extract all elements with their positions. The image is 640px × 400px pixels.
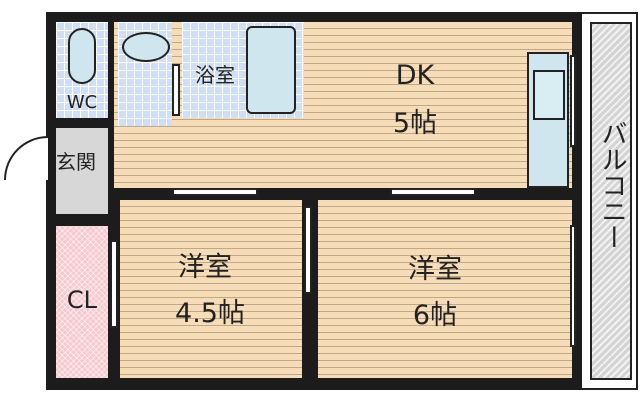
closet <box>56 226 108 378</box>
dk-size: 5帖 <box>392 108 438 139</box>
entrance-label: 玄関 <box>56 150 96 174</box>
sink-icon <box>533 70 565 120</box>
bath-door[interactable] <box>172 64 180 116</box>
bath-label: 浴室 <box>195 63 235 87</box>
window-east-room2[interactable] <box>570 225 576 347</box>
western-room-2 <box>318 200 572 378</box>
balcony-label: バルコニー <box>597 120 627 250</box>
bathtub-icon <box>246 26 296 114</box>
sliding-door-room2[interactable] <box>390 188 476 196</box>
western-room-2-size: 6帖 <box>412 300 458 331</box>
window-east-dk[interactable] <box>570 55 576 147</box>
wc-label: WC <box>66 92 98 113</box>
toilet-icon <box>68 28 96 84</box>
balcony <box>590 22 632 380</box>
washbasin-icon <box>122 32 170 62</box>
western-room-1 <box>120 200 302 378</box>
sliding-door-between-rooms[interactable] <box>304 206 312 294</box>
western-room-1-size: 4.5帖 <box>175 298 245 329</box>
closet-door[interactable] <box>110 240 118 328</box>
dk-name: DK <box>395 60 435 91</box>
entrance-door-icon[interactable] <box>4 136 48 180</box>
sliding-door-room1[interactable] <box>172 188 258 196</box>
western-room-2-name: 洋室 <box>408 254 462 285</box>
closet-label: CL <box>66 286 98 314</box>
entrance <box>56 128 108 214</box>
western-room-1-name: 洋室 <box>178 252 232 283</box>
